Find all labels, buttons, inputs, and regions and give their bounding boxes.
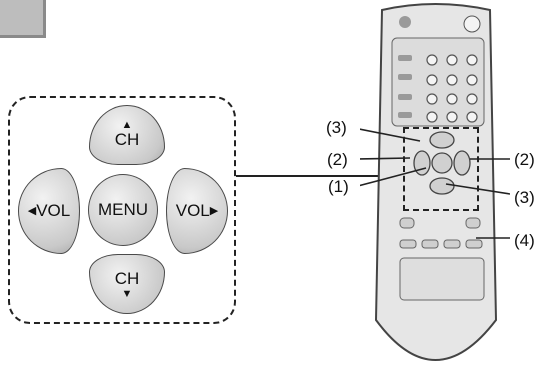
callout-label: (2) <box>327 150 348 169</box>
remote-highlight-box <box>403 127 479 211</box>
down-arrow-icon: ▼ <box>121 288 133 300</box>
vol-right-button[interactable]: VOL ▶ <box>166 168 228 254</box>
callout-label: (3) <box>514 188 535 207</box>
ch-down-button[interactable]: CH ▼ <box>89 254 165 314</box>
menu-button[interactable]: MENU <box>88 174 158 246</box>
callout-label: (4) <box>514 231 535 250</box>
ch-up-button[interactable]: ▲ CH <box>89 105 165 165</box>
remote-control-illustration <box>360 3 510 361</box>
menu-label: MENU <box>97 200 149 219</box>
callout-lines <box>360 128 510 239</box>
vol-left-button[interactable]: ◀ VOL <box>18 168 80 254</box>
ch-up-label: CH <box>114 130 140 149</box>
vol-left-label: VOL <box>36 201 71 220</box>
zoom-leader-line <box>236 175 404 177</box>
up-arrow-icon: ▲ <box>121 119 133 131</box>
right-arrow-icon: ▶ <box>209 205 219 217</box>
ch-down-label: CH <box>114 269 140 288</box>
keypad-zoom-frame: ▲ CH ◀ VOL MENU VOL ▶ CH ▼ <box>8 96 236 324</box>
callout-label: (1) <box>328 177 349 196</box>
vol-right-label: VOL <box>175 201 210 220</box>
corner-tab <box>0 0 46 38</box>
lower-keys <box>399 217 485 301</box>
remote-navigation-keys <box>413 131 471 195</box>
callout-label: (2) <box>514 150 535 169</box>
callout-label: (3) <box>326 118 347 137</box>
left-arrow-icon: ◀ <box>27 205 37 217</box>
side-keys <box>398 15 481 118</box>
number-keys <box>426 54 478 123</box>
remote-top-panel <box>391 37 485 127</box>
